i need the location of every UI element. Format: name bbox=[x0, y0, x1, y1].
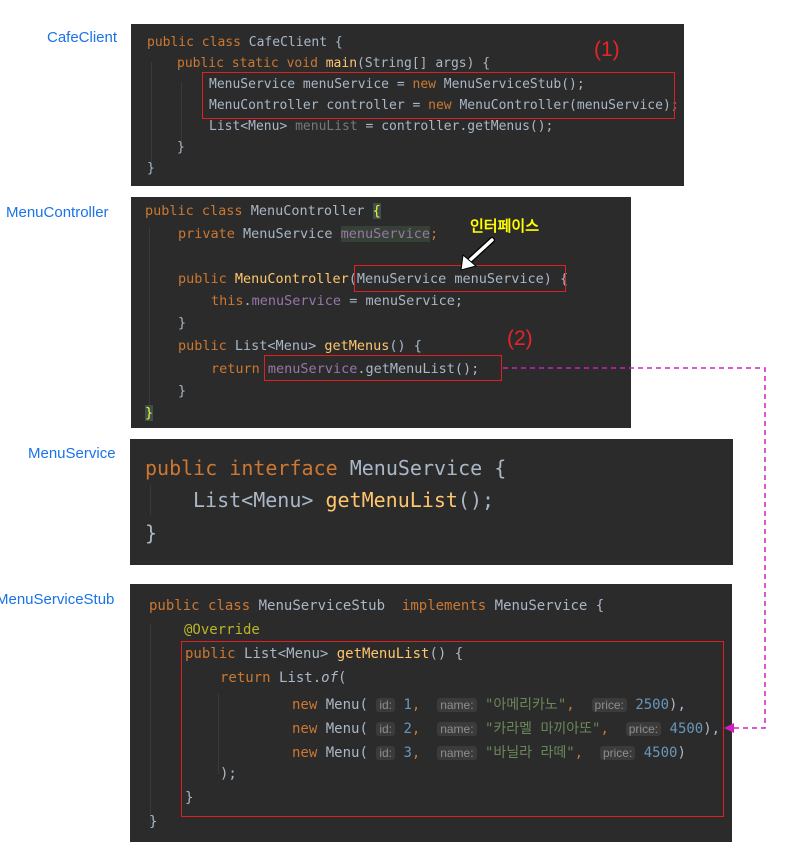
code-line-getmenus-signature: public List<Menu> getMenus() { bbox=[178, 338, 422, 354]
code-line-menu-2: new Menu( id: 2, name: "카라멜 마끼아또", price… bbox=[292, 721, 721, 737]
highlight-box-client-wiring bbox=[202, 72, 675, 119]
label-menu-controller: MenuController bbox=[6, 204, 109, 221]
white-arrow-icon bbox=[460, 237, 495, 271]
annotation-step-1: (1) bbox=[594, 38, 620, 61]
label-menu-service: MenuService bbox=[28, 445, 116, 462]
label-menu-service-stub: MenuServiceStub bbox=[0, 591, 115, 608]
menu-controller-code-panel: public class MenuController { private Me… bbox=[131, 197, 631, 428]
code-line-close-ctor: } bbox=[178, 315, 187, 331]
cafe-client-code-panel: public class CafeClient { public static … bbox=[131, 24, 684, 186]
annotation-step-2: (2) bbox=[507, 327, 533, 350]
menu-service-code-panel: public interface MenuService { List<Menu… bbox=[130, 439, 733, 565]
code-line-menu-3: new Menu( id: 3, name: "바닐라 라떼", price: … bbox=[292, 745, 686, 761]
code-line-close-method: } bbox=[177, 140, 185, 155]
code-line-field: private MenuService menuService; bbox=[178, 226, 439, 242]
highlight-box-stub-method bbox=[181, 641, 724, 817]
dashed-connector-line bbox=[503, 367, 766, 733]
code-line-override: @Override bbox=[184, 622, 260, 638]
code-line-class-decl: public class MenuServiceStub implements … bbox=[149, 598, 605, 614]
code-line-close-class: } bbox=[147, 161, 155, 176]
menu-service-stub-code-panel: public class MenuServiceStub implements … bbox=[130, 584, 732, 842]
highlight-box-ctor-param bbox=[354, 265, 566, 292]
code-line-create-service: MenuService menuService = new MenuServic… bbox=[209, 77, 585, 92]
code-line-close-class: } bbox=[149, 814, 158, 830]
highlight-box-return-call bbox=[264, 355, 502, 381]
code-line-close-class: } bbox=[145, 405, 154, 421]
label-cafe-client: CafeClient bbox=[47, 29, 118, 46]
code-line-interface-decl: public interface MenuService { bbox=[145, 456, 507, 480]
code-line-menu-1: new Menu( id: 1, name: "아메리카노", price: 2… bbox=[292, 697, 686, 713]
code-line-close-method: } bbox=[185, 790, 194, 806]
code-line-close-method: } bbox=[178, 383, 187, 399]
code-line-close-brace: } bbox=[145, 521, 158, 545]
code-line-return-call: return menuService.getMenuList(); bbox=[211, 361, 480, 377]
code-line-get-menus: List<Menu> menuList = controller.getMenu… bbox=[209, 119, 554, 134]
code-line-assign-field: this.menuService = menuService; bbox=[211, 293, 463, 309]
annotation-interface-note: 인터페이스 bbox=[470, 217, 540, 235]
code-line-constructor: public MenuController(MenuService menuSe… bbox=[178, 271, 569, 287]
code-line-method-decl: List<Menu> getMenuList(); bbox=[193, 488, 495, 512]
code-line-return-list-of: return List.of( bbox=[220, 670, 347, 686]
code-line-class-decl: public class CafeClient { bbox=[147, 35, 343, 50]
code-line-method-signature: public List<Menu> getMenuList() { bbox=[185, 646, 464, 662]
code-line-class-decl: public class MenuController { bbox=[145, 203, 381, 219]
connector-arrowhead-icon bbox=[724, 723, 734, 733]
code-line-close-list-of: ); bbox=[220, 766, 237, 782]
code-line-create-controller: MenuController controller = new MenuCont… bbox=[209, 98, 679, 113]
code-line-main-signature: public static void main(String[] args) { bbox=[177, 56, 491, 71]
